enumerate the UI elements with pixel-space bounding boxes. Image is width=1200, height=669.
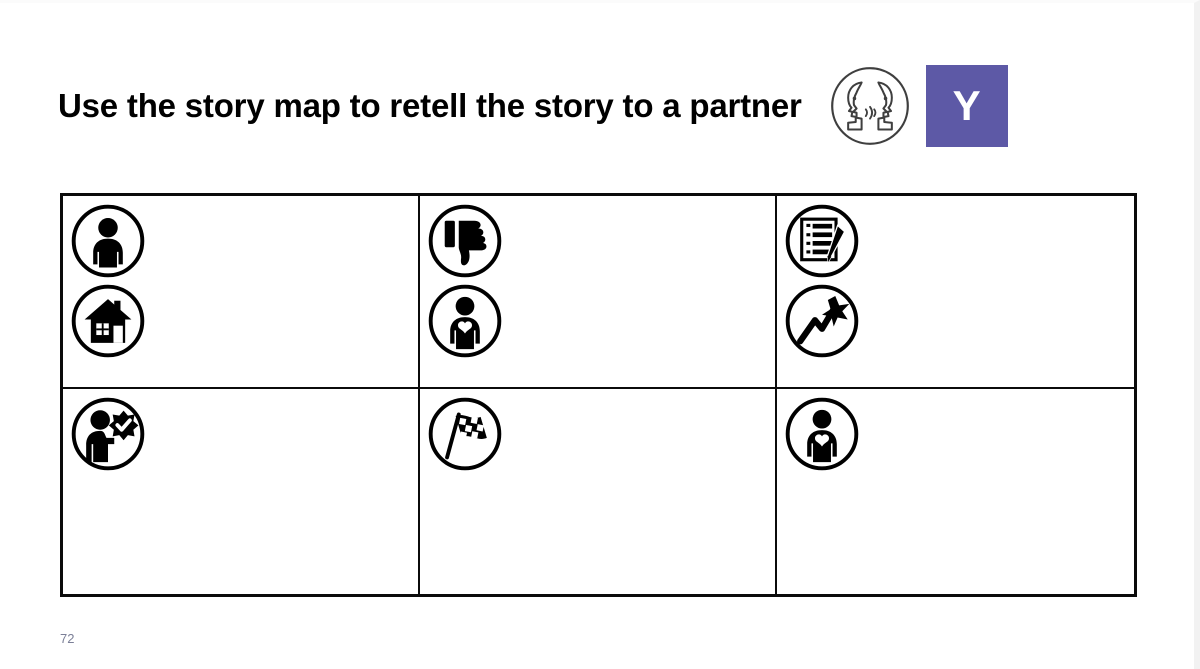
icon-stack xyxy=(69,395,418,473)
two-faces-talking-icon xyxy=(828,64,912,148)
checkered-flag-icon xyxy=(426,395,504,473)
story-map-cell-plan-buildup[interactable] xyxy=(777,196,1134,389)
header-icon-group: Y xyxy=(828,64,1008,148)
page-number: 72 xyxy=(60,631,75,646)
story-map-cell-solution[interactable] xyxy=(63,389,420,594)
story-map-table xyxy=(60,193,1137,597)
house-icon xyxy=(69,282,147,360)
story-map-cell-problem-feelings[interactable] xyxy=(420,196,777,389)
icon-stack xyxy=(426,202,775,360)
thumbs-down-icon xyxy=(426,202,504,280)
icon-stack xyxy=(69,202,418,360)
story-map-cell-ending[interactable] xyxy=(420,389,777,594)
slide-header: Use the story map to retell the story to… xyxy=(58,58,1174,154)
story-map-cell-character-setting[interactable] xyxy=(63,196,420,389)
person-icon xyxy=(69,202,147,280)
year-badge-label: Y xyxy=(952,82,981,129)
year-group-badge: Y xyxy=(925,65,1008,147)
person-with-heart-icon xyxy=(426,282,504,360)
person-with-check-badge-icon xyxy=(69,395,147,473)
icon-stack xyxy=(783,202,1134,360)
page-title: Use the story map to retell the story to… xyxy=(58,86,802,124)
list-with-pencil-icon xyxy=(783,202,861,280)
icon-stack xyxy=(426,395,775,473)
story-map-cell-feelings[interactable] xyxy=(777,389,1134,594)
rising-arrow-star-icon xyxy=(783,282,861,360)
person-with-heart-icon xyxy=(783,395,861,473)
icon-stack xyxy=(783,395,1134,473)
